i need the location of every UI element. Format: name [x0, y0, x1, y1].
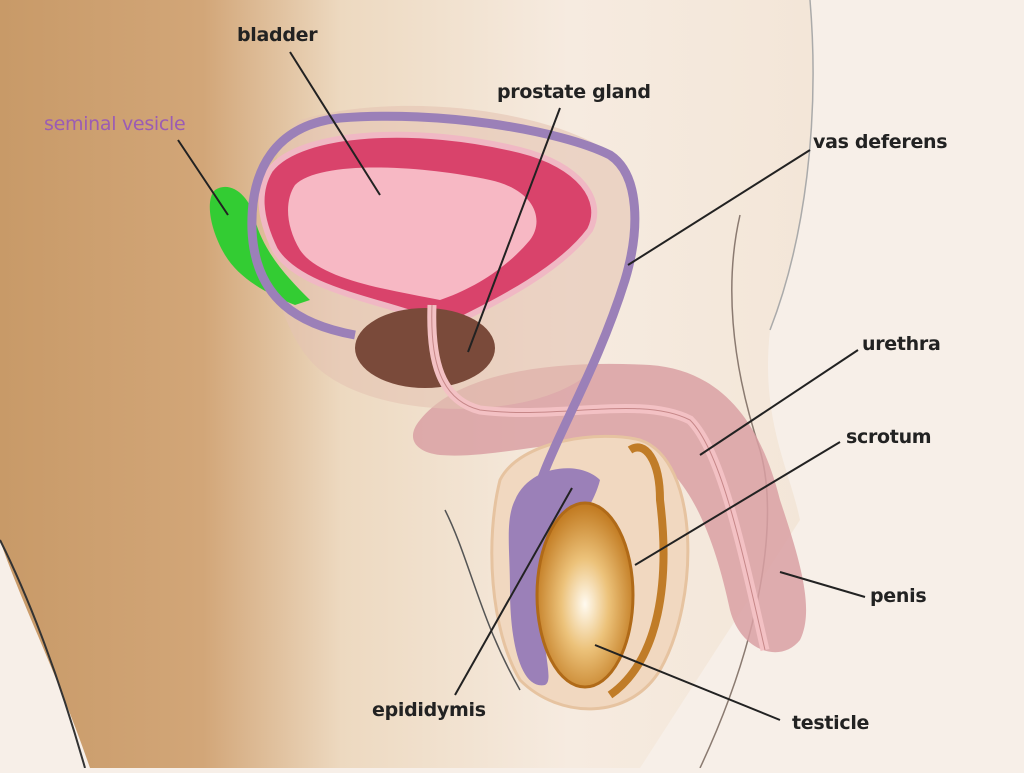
prostate-leader: [467, 107, 561, 353]
label-seminal-vesicle: seminal vesicle: [44, 113, 186, 135]
label-scrotum: scrotum: [846, 426, 932, 448]
bladder-leader: [289, 51, 381, 196]
testicle-leader: [594, 644, 781, 721]
penis-shape: [412, 363, 807, 653]
prostate-gland-shape: [355, 308, 495, 388]
penis-leader: [779, 571, 866, 598]
urethra-leader: [699, 349, 859, 456]
seminal-vesicle-shape: [209, 186, 310, 305]
scrotum-outline: [444, 509, 521, 691]
urethra-outline: [431, 304, 766, 651]
label-urethra: urethra: [862, 333, 941, 355]
vas-deferens-leader: [627, 149, 811, 266]
testicle-shape: [535, 501, 635, 689]
vas-deferens-tube: [247, 111, 640, 641]
thigh-outline: [0, 539, 86, 769]
label-epididymis: epididymis: [372, 699, 486, 721]
scrotum-inner-wall: [607, 443, 668, 699]
label-penis: penis: [870, 585, 927, 607]
epididymis-leader: [454, 487, 573, 696]
bladder-lumen: [288, 167, 537, 300]
label-vas-deferens: vas deferens: [813, 131, 948, 153]
label-prostate-gland: prostate gland: [497, 81, 651, 103]
seminal-vesicle-leader: [177, 139, 229, 216]
label-testicle: testicle: [792, 712, 870, 734]
scrotum-leader: [634, 441, 841, 566]
label-bladder: bladder: [237, 24, 318, 46]
back-outline: [769, 0, 814, 331]
